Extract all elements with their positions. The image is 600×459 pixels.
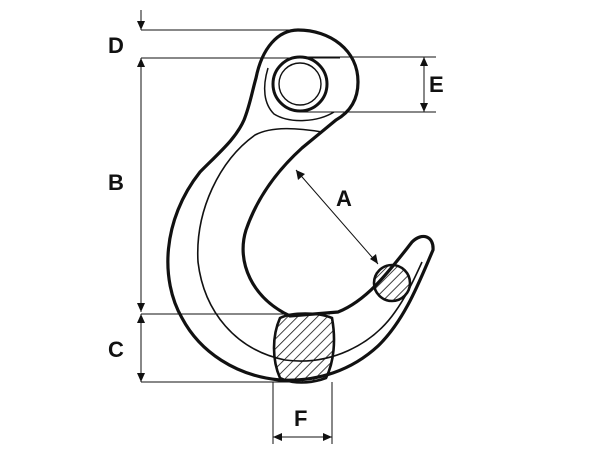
label-a: A <box>336 186 352 211</box>
label-e: E <box>429 72 444 97</box>
eye-hole-inner <box>278 62 322 106</box>
dimension-a: A <box>295 169 379 265</box>
hook-outer-outline <box>166 28 435 382</box>
tip-cross-section <box>372 263 412 303</box>
label-f: F <box>294 406 307 431</box>
dimension-b: B <box>108 58 145 312</box>
eye-hole <box>271 55 329 113</box>
hook-inner-outline <box>196 127 423 362</box>
dimension-e: E <box>300 56 444 113</box>
dimension-d: D <box>108 10 340 70</box>
bottom-cross-section <box>272 312 336 384</box>
hook-body <box>166 28 435 384</box>
eye-collar-line <box>263 67 335 122</box>
label-b: B <box>108 170 124 195</box>
label-c: C <box>108 337 124 362</box>
dimension-f: F <box>272 382 333 444</box>
label-d: D <box>108 33 124 58</box>
